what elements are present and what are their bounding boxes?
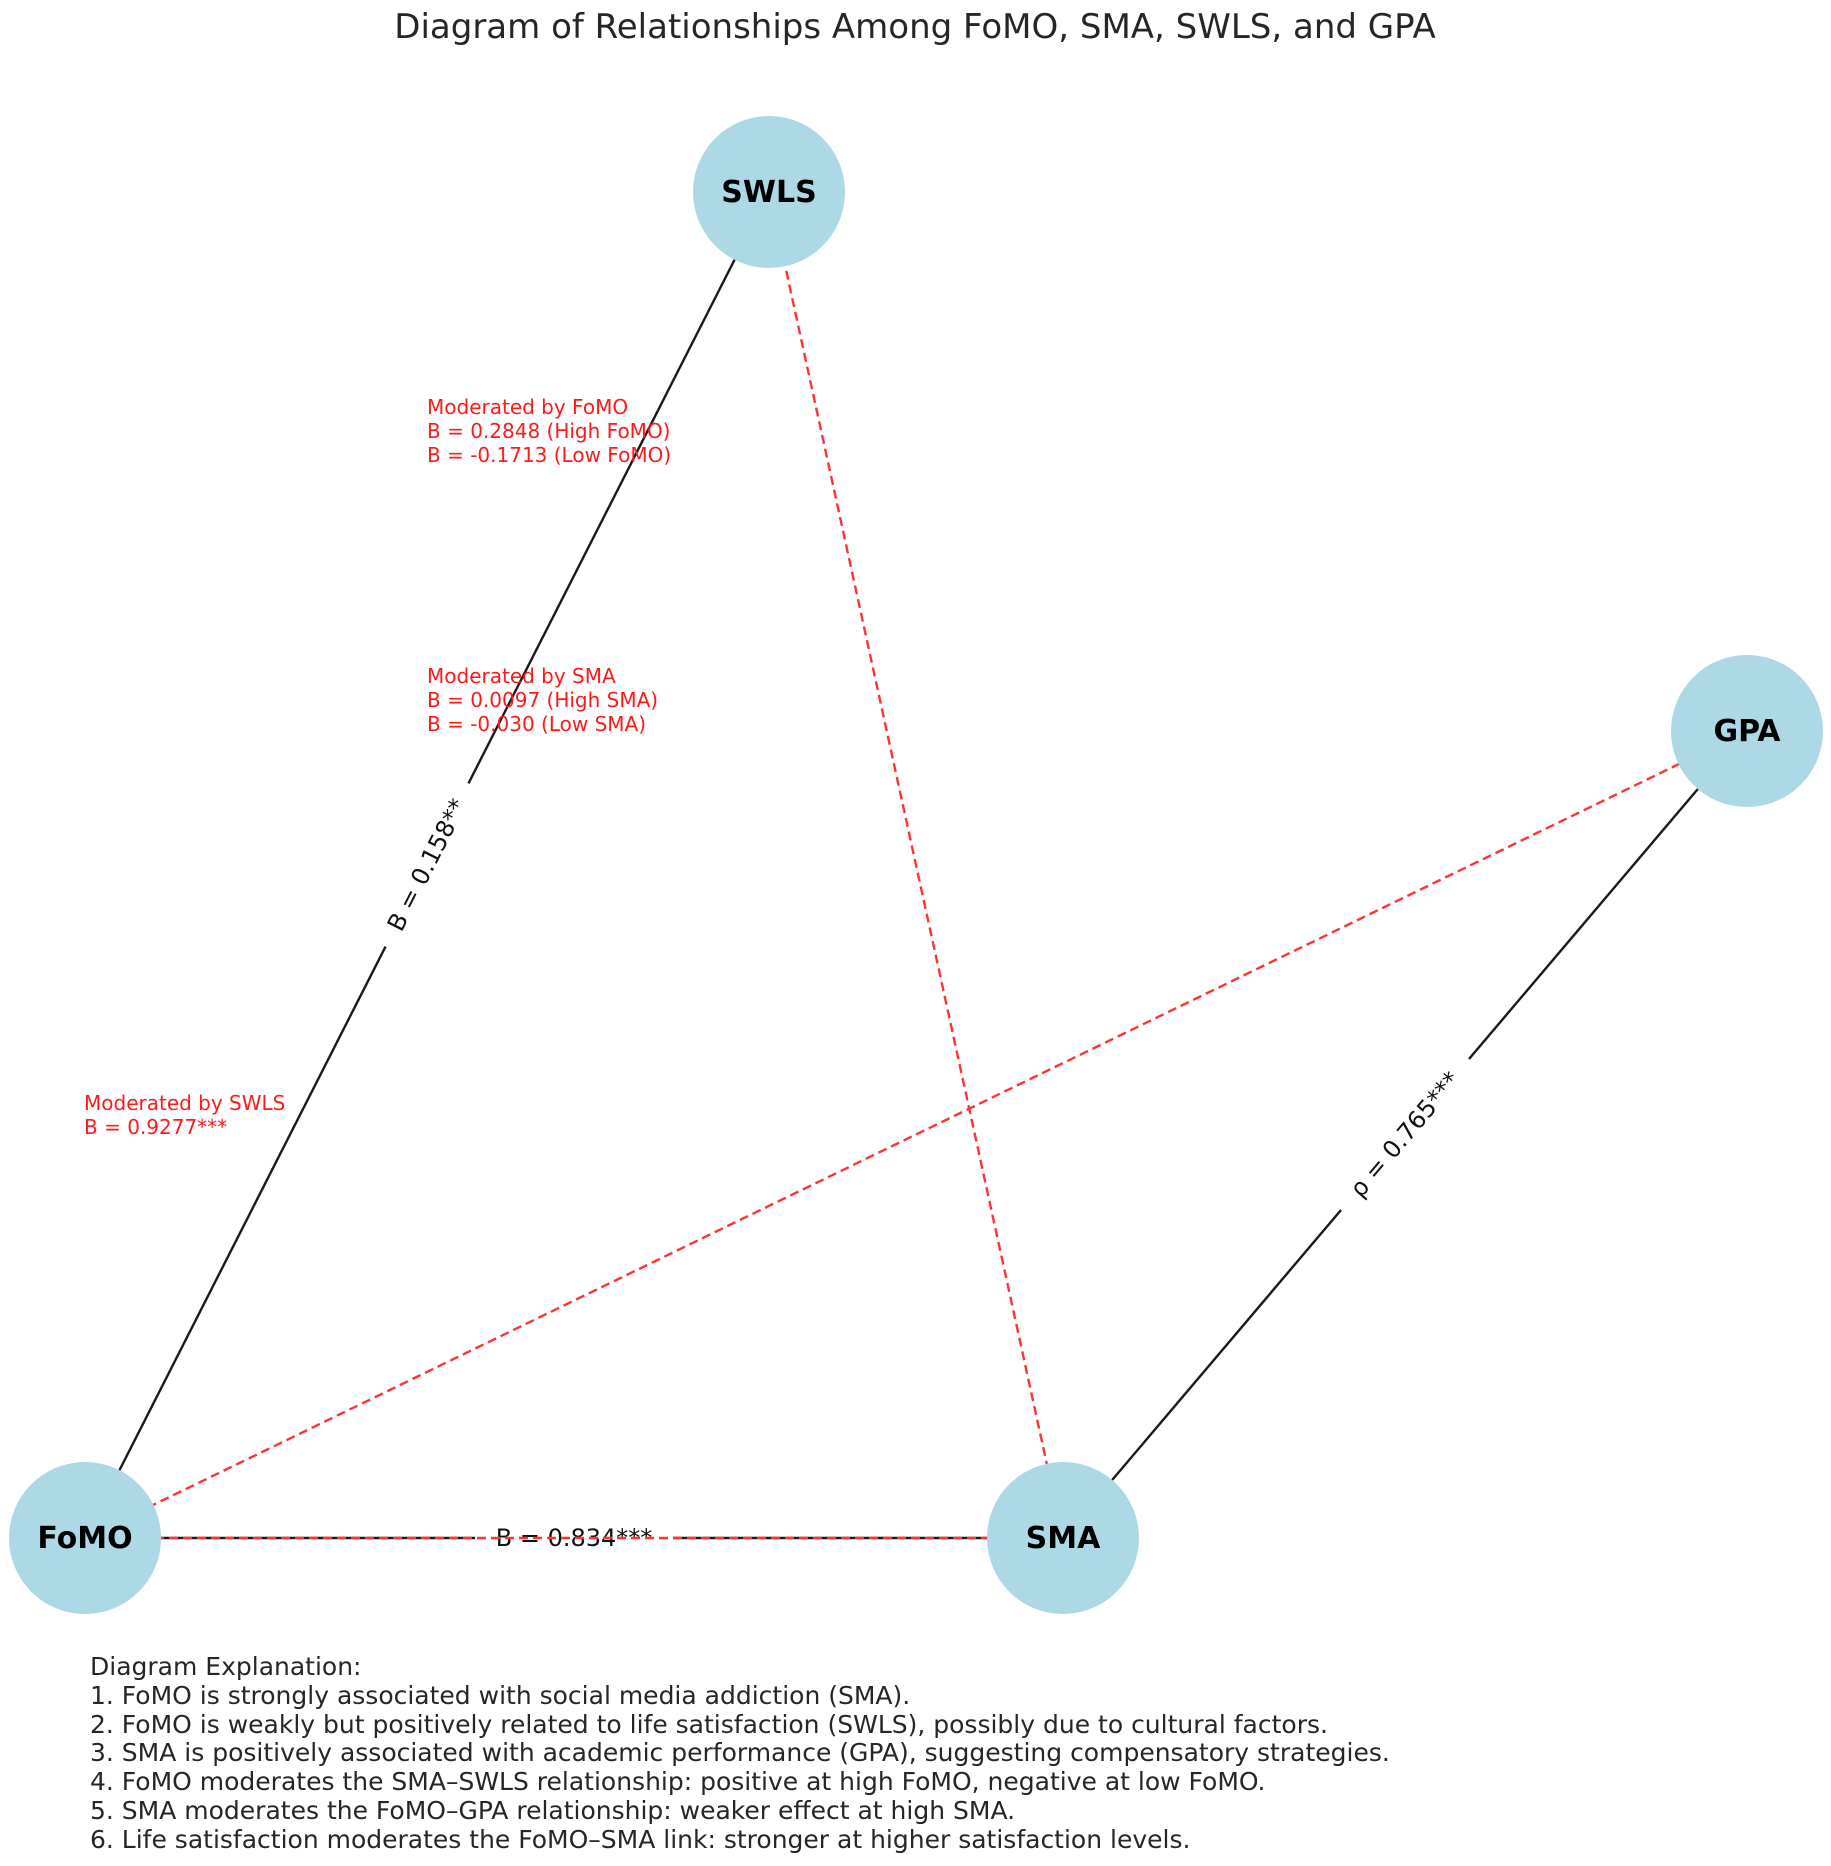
annotation-mod-fomo-line-2: B = 0.2848 (High FoMO) xyxy=(427,419,671,443)
explanation-item-5: 5. SMA moderates the FoMO–GPA relationsh… xyxy=(90,1795,1016,1825)
node-gpa xyxy=(1671,655,1823,807)
node-gpa-label: GPA xyxy=(1713,714,1781,749)
node-swls xyxy=(693,116,845,268)
edge-labels: B = 0.158**B = 0.834***ρ = 0.765*** xyxy=(371,776,1482,1554)
node-fomo xyxy=(9,1462,161,1614)
annotation-mod-sma-line-1: Moderated by SMA xyxy=(427,664,616,688)
explanation-item-4: 4. FoMO moderates the SMA–SWLS relations… xyxy=(90,1767,1266,1797)
annotation-mod-sma-line-2: B = 0.0097 (High SMA) xyxy=(427,688,658,712)
node-sma-label: SMA xyxy=(1026,1521,1101,1556)
node-swls-label: SWLS xyxy=(721,175,816,210)
edge-fomo-swls-solid-label: B = 0.158** xyxy=(382,794,472,936)
edge-fomo-swls-solid-label-bg xyxy=(371,776,483,954)
annotation-mod-swls-line-1: Moderated by SWLS xyxy=(84,1091,285,1115)
edge-sma-gpa-solid-label-bg xyxy=(1328,1048,1482,1221)
edge-sma-gpa-solid-label: ρ = 0.765*** xyxy=(1344,1066,1466,1203)
node-sma xyxy=(987,1462,1139,1614)
dashed-edges xyxy=(84,197,1742,1549)
edge-sma-swls-dashed-arrow xyxy=(764,197,1065,1539)
explanation-item-3: 3. SMA is positively associated with aca… xyxy=(90,1738,1390,1768)
diagram-title: Diagram of Relationships Among FoMO, SMA… xyxy=(394,7,1435,47)
edge-fomo-gpa-dashed-arrow xyxy=(84,733,1742,1540)
explanation-item-2: 2. FoMO is weakly but positively related… xyxy=(90,1709,1328,1739)
annotation-mod-swls-line-2: B = 0.9277*** xyxy=(84,1115,227,1139)
diagram-explanation: Diagram Explanation:1. FoMO is strongly … xyxy=(90,1652,1390,1855)
nodes: SWLS GPA FoMO SMA xyxy=(9,116,1823,1614)
explanation-item-1: 1. FoMO is strongly associated with soci… xyxy=(90,1680,911,1710)
annotation-mod-sma-line-3: B = -0.030 (Low SMA) xyxy=(427,712,646,736)
annotation-mod-fomo-line-3: B = -0.1713 (Low FoMO) xyxy=(427,443,671,467)
node-fomo-label: FoMO xyxy=(37,1521,132,1556)
explanation-item-6: 6. Life satisfaction moderates the FoMO–… xyxy=(90,1824,1191,1854)
solid-edges xyxy=(118,259,1699,1540)
annotation-mod-fomo-line-1: Moderated by FoMO xyxy=(427,395,628,419)
explanation-heading: Diagram Explanation: xyxy=(90,1652,362,1681)
